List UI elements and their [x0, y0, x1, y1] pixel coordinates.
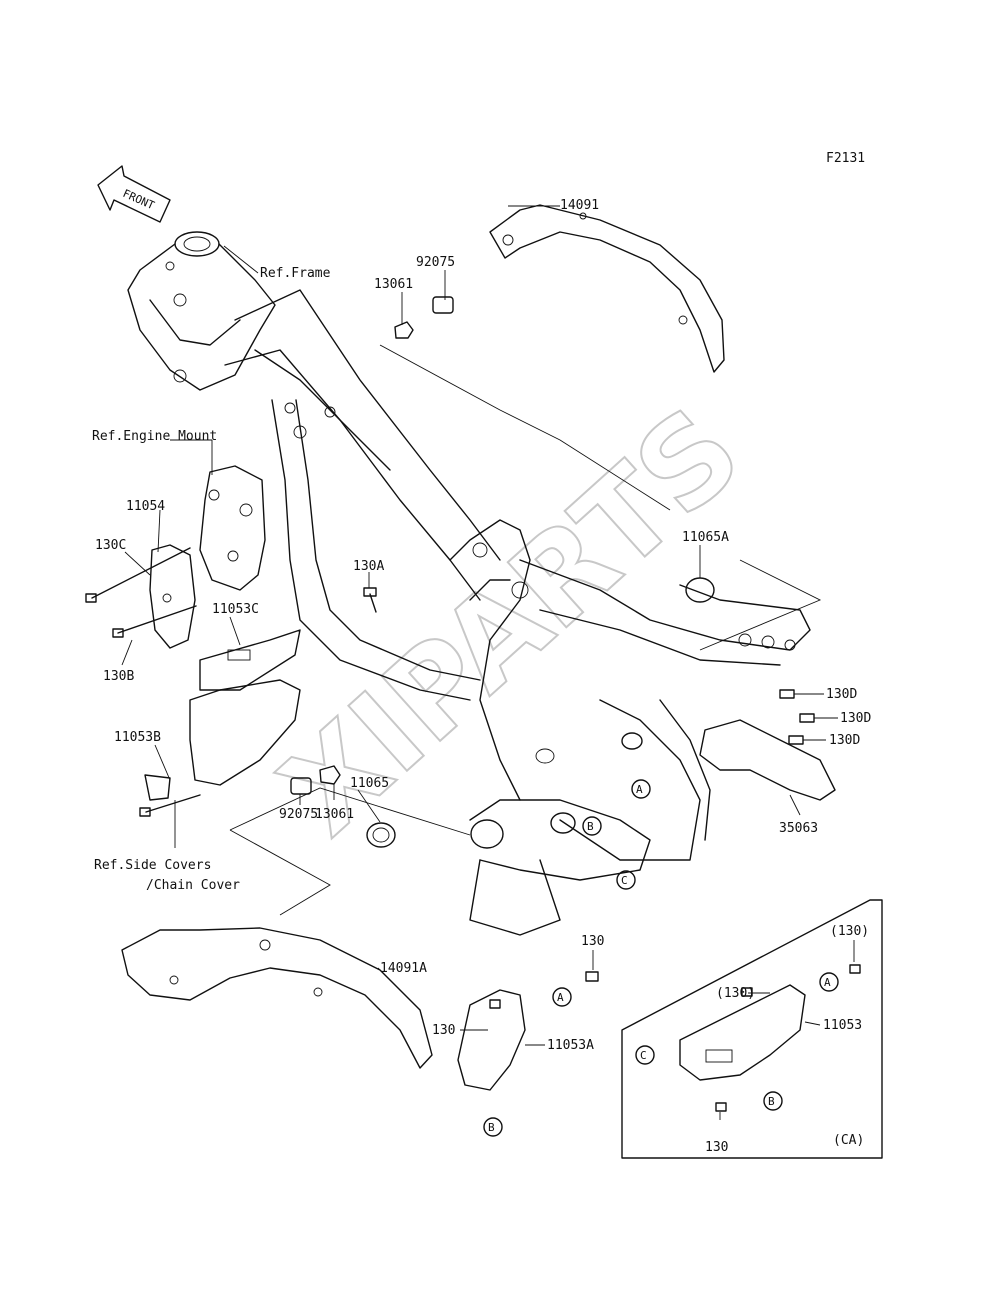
callout-130D-3: 130D [829, 733, 860, 748]
callout-11053C: 11053C [212, 602, 259, 617]
part-14091A-side-cover [121, 927, 433, 1069]
part-11053A-bracket [457, 971, 599, 1091]
marker-a-3: A [819, 972, 839, 992]
callout-130D-2: 130D [840, 711, 871, 726]
callout-11053A: 11053A [547, 1038, 594, 1053]
callout-ref-frame: Ref.Frame [260, 266, 331, 281]
part-11065A-cap [685, 577, 715, 603]
callout-130A: 130A [353, 559, 384, 574]
marker-a-3-text: A [824, 976, 831, 989]
watermark-text: XIPARTS [256, 382, 767, 862]
callout-130-a: 130 [581, 934, 604, 949]
watermark: XIPARTS [255, 381, 768, 863]
callout-130-c: 130 [705, 1140, 728, 1155]
callout-ref-side-covers-1: Ref.Side Covers [94, 858, 211, 873]
part-11054-bracket [149, 544, 196, 649]
callout-130-paren-2: (130) [716, 986, 755, 1001]
callout-11053: 11053 [823, 1018, 862, 1033]
marker-c-1-text: C [621, 874, 628, 887]
part-92075-grommet-bottom [290, 777, 312, 795]
callout-130-paren-1: (130) [830, 924, 869, 939]
main-frame [127, 231, 811, 936]
callout-11065: 11065 [350, 776, 389, 791]
marker-c-2: C [635, 1045, 655, 1065]
marker-a-1-text: A [636, 783, 643, 796]
inset-ca-box [621, 899, 883, 1159]
marker-b-1: B [582, 816, 602, 836]
callout-11054: 11054 [126, 499, 165, 514]
callout-variant-ca: (CA) [833, 1133, 864, 1148]
marker-b-2-text: B [488, 1121, 495, 1134]
marker-b-3: B [763, 1091, 783, 1111]
marker-b-1-text: B [587, 820, 594, 833]
callout-14091A: 14091A [380, 961, 427, 976]
marker-a-2: A [552, 987, 572, 1007]
callout-ref-engine-mount: Ref.Engine Mount [92, 429, 217, 444]
callout-13061-bottom: 13061 [315, 807, 354, 822]
front-arrow-icon: FRONT [97, 165, 171, 223]
part-14091-side-cover [489, 204, 725, 373]
part-11053B-bracket [139, 679, 301, 817]
marker-b-2: B [483, 1117, 503, 1137]
part-engine-mount-bracket [199, 465, 266, 591]
part-11065-cap [366, 822, 396, 848]
part-35063-bracket [699, 719, 836, 801]
figure-code: F2131 [826, 151, 865, 166]
part-13061-nut-bottom [319, 765, 341, 785]
part-130A-bolt [363, 587, 377, 613]
part-92075-grommet-top [432, 296, 454, 314]
callout-92075-top: 92075 [416, 255, 455, 270]
part-11053C-bracket [199, 629, 301, 691]
marker-c-1: C [616, 870, 636, 890]
callout-14091: 14091 [560, 198, 599, 213]
marker-c-2-text: C [640, 1049, 647, 1062]
part-130C-bolt [85, 547, 191, 603]
callout-13061-top: 13061 [374, 277, 413, 292]
callout-ref-side-covers-2: /Chain Cover [146, 878, 240, 893]
part-13061-nut-top [394, 321, 414, 339]
leader-lines [121, 205, 855, 1120]
callout-130C: 130C [95, 538, 126, 553]
marker-a-1: A [631, 779, 651, 799]
part-130D-bolt-2 [799, 713, 815, 723]
callout-11053B: 11053B [114, 730, 161, 745]
part-130D-bolt-1 [779, 689, 795, 699]
callout-130B: 130B [103, 669, 134, 684]
callout-130-b: 130 [432, 1023, 455, 1038]
callout-35063: 35063 [779, 821, 818, 836]
marker-b-3-text: B [768, 1095, 775, 1108]
part-130B-bolt [112, 605, 197, 638]
callout-11065A: 11065A [682, 530, 729, 545]
part-130D-bolt-3 [788, 735, 804, 745]
callout-92075-bottom: 92075 [279, 807, 318, 822]
marker-a-2-text: A [557, 991, 564, 1004]
callout-130D-1: 130D [826, 687, 857, 702]
